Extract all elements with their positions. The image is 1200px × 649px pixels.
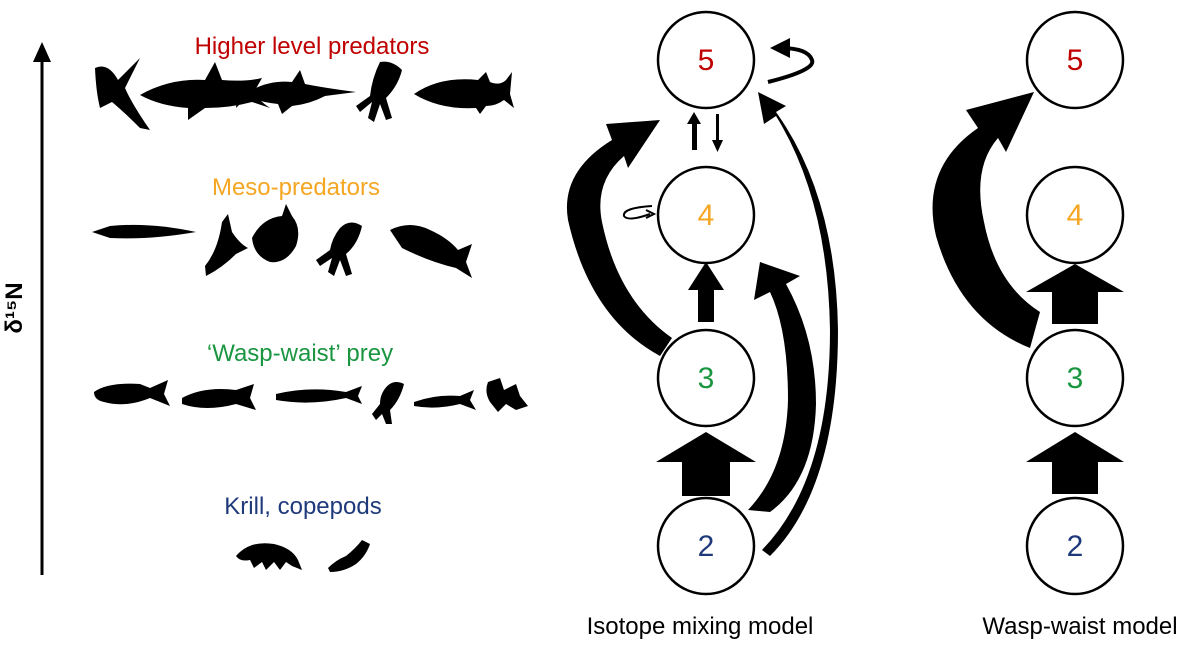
isotope-model-caption: Isotope mixing model <box>587 613 814 640</box>
level-2-label: 2 <box>698 530 715 563</box>
level-3-node <box>656 328 756 428</box>
self-loop-5-icon <box>767 46 815 84</box>
level-5-node <box>656 10 756 110</box>
ww-arrow-3-to-4-icon <box>1026 264 1124 324</box>
krill-silhouettes <box>236 540 370 572</box>
shark-icon <box>140 62 270 120</box>
sardine-icon <box>276 386 362 404</box>
wasp-waist-prey-silhouettes <box>94 378 528 424</box>
level-2-node <box>656 496 756 596</box>
higher-predator-silhouettes <box>95 58 514 130</box>
level-5-label: 5 <box>698 44 715 77</box>
meso-squid-icon <box>316 222 362 276</box>
marlin-icon <box>95 58 150 130</box>
axis-arrowhead-icon <box>33 42 51 62</box>
wasp-waist-model: 5 4 3 2 Wasp-waist model <box>932 10 1178 640</box>
crustacean-icon <box>486 378 528 412</box>
squid-icon <box>356 61 402 122</box>
self-loop-4-icon <box>622 205 653 220</box>
meso-tuna-icon <box>390 225 472 278</box>
krill-icon <box>236 543 302 570</box>
lanternfish-icon <box>94 380 170 406</box>
level-3-label: 3 <box>698 362 715 395</box>
isotope-mixing-model: 5 4 3 2 Isotope mixing model <box>566 10 838 640</box>
ww-level-5-label: 5 <box>1067 44 1084 77</box>
prey-squid-icon <box>372 382 404 424</box>
arrow-3-to-5-curved-icon <box>566 120 672 356</box>
ww-level-3-node <box>1025 328 1125 428</box>
level-4-label: 4 <box>698 199 715 232</box>
d15n-axis: δ¹⁵N <box>1 42 51 575</box>
mackerel-icon <box>182 384 256 410</box>
group-label-wasp: ‘Wasp-waist’ prey <box>207 340 393 367</box>
tuna-icon <box>414 72 514 114</box>
anchovy-icon <box>414 390 476 410</box>
arrow-4-to-5-small-icon <box>687 112 701 150</box>
self-loop-4-head-icon <box>645 209 657 219</box>
axis-label: δ¹⁵N <box>1 282 28 333</box>
ww-arrow-3-to-5-curved-icon <box>932 92 1040 348</box>
small-shark-icon <box>205 214 248 276</box>
ww-level-3-label: 3 <box>1067 362 1084 395</box>
arrow-2-to-4-curved-icon <box>748 262 816 512</box>
arrow-2-to-3-icon <box>656 432 756 496</box>
ww-level-4-node <box>1025 165 1125 265</box>
ww-level-5-node <box>1025 10 1125 110</box>
ww-arrow-2-to-3-icon <box>1026 432 1124 494</box>
barracuda-icon <box>92 224 196 239</box>
arrow-2-to-5-curved-icon <box>758 92 838 556</box>
swordfish-icon <box>236 70 356 114</box>
copepod-icon <box>328 540 370 572</box>
ww-level-2-label: 2 <box>1067 530 1084 563</box>
meso-predator-silhouettes <box>92 204 472 278</box>
sunfish-icon <box>252 204 299 263</box>
group-label-meso: Meso-predators <box>212 174 380 201</box>
arrow-5-to-4-small-icon <box>712 114 723 152</box>
group-label-krill: Krill, copepods <box>224 493 381 520</box>
ww-level-2-node <box>1025 496 1125 596</box>
self-loop-5-head-icon <box>770 38 790 58</box>
group-label-higher: Higher level predators <box>195 33 430 60</box>
wasp-waist-model-caption: Wasp-waist model <box>982 613 1177 640</box>
arrow-3-to-4-icon <box>688 262 724 322</box>
ww-level-4-label: 4 <box>1067 199 1084 232</box>
